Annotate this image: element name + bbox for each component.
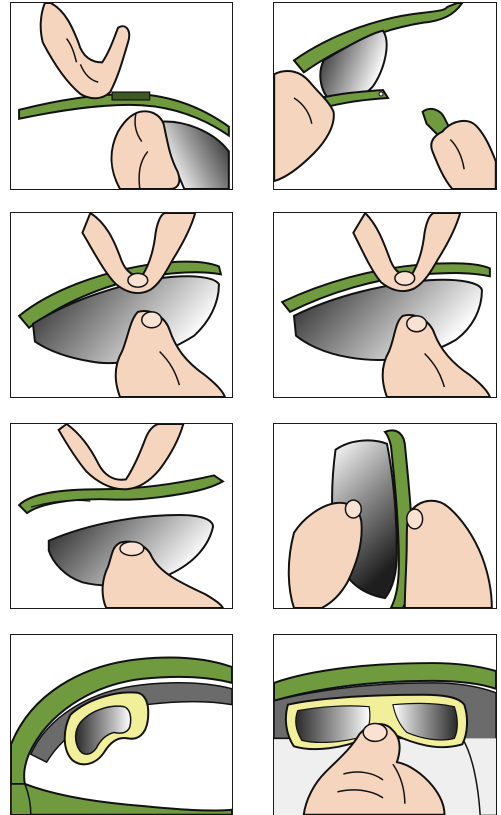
step-6-panel: [273, 423, 497, 609]
step-1-panel: [10, 2, 233, 190]
separate-lens-from-frame-illustration: [11, 424, 232, 608]
step-4-panel: [273, 212, 497, 398]
grip-frame-and-lens-illustration: [11, 213, 232, 397]
left-hand: [289, 503, 362, 608]
detach-temple-tip-illustration: [274, 3, 496, 189]
frame-lower: [25, 784, 232, 815]
step-7-panel: [10, 634, 233, 815]
hinge: [112, 92, 150, 100]
step-2-panel: [273, 2, 497, 190]
remove-temple-arm-illustration: [11, 3, 232, 189]
upper-hand: [59, 424, 184, 489]
pull-lens-down-illustration: [274, 213, 496, 397]
rx-insert-inside-frame-illustration: [11, 635, 232, 815]
press-rx-insert-illustration: [274, 635, 496, 815]
step-5-panel: [10, 423, 233, 609]
upper-hand: [41, 3, 130, 98]
step-8-panel: [273, 634, 497, 815]
insert-lens-into-frame-illustration: [274, 424, 496, 608]
step-3-panel: [10, 212, 233, 398]
